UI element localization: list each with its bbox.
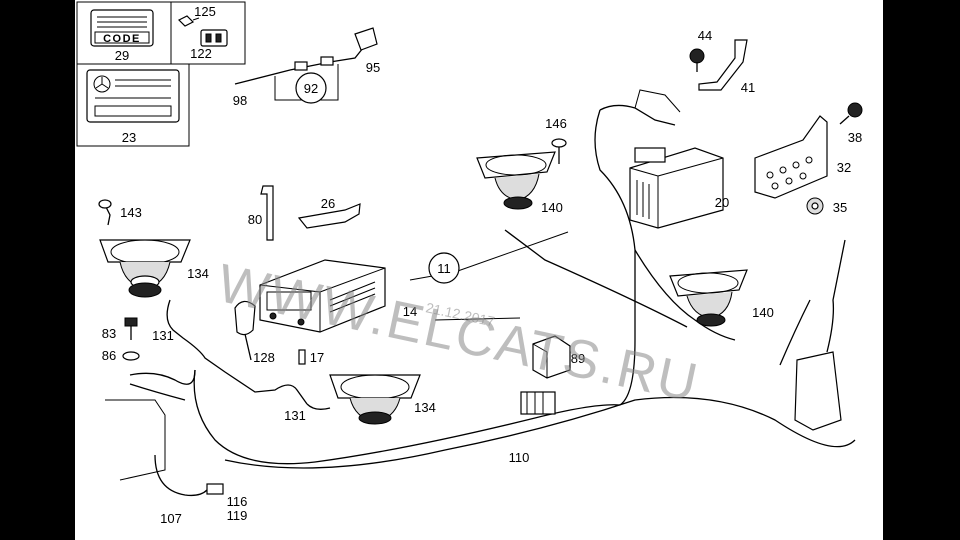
bracket-80 — [260, 185, 274, 241]
label-110: 110 — [509, 450, 530, 465]
label-128: 128 — [253, 350, 275, 365]
label-116: 116 — [227, 494, 248, 509]
label-95: 95 — [366, 60, 380, 75]
bracket-32 — [754, 115, 828, 199]
fuse-17 — [298, 349, 306, 365]
label-92: 92 — [304, 81, 318, 96]
label-83: 83 — [102, 326, 116, 341]
label-122: 122 — [190, 46, 212, 61]
code-card-text: CODE — [103, 33, 141, 45]
connector-block — [520, 391, 556, 415]
part-labels: 29 125 122 23 92 95 98 44 41 146 38 32 3… — [102, 4, 862, 526]
watermark: WWW.ELCATS.RU 21.12.2017 — [213, 253, 705, 414]
screw-146 — [551, 138, 567, 164]
label-44: 44 — [698, 28, 712, 43]
label-29: 29 — [115, 48, 129, 63]
label-35: 35 — [833, 200, 847, 215]
screw-44 — [689, 48, 705, 72]
bolt-83 — [124, 317, 138, 340]
label-140-top: 140 — [541, 200, 563, 215]
label-98: 98 — [233, 93, 247, 108]
label-134-center: 134 — [414, 400, 436, 415]
radio-unit-14 — [259, 259, 386, 333]
label-143: 143 — [120, 205, 142, 220]
info-card-part — [86, 69, 180, 123]
relay-89 — [532, 335, 571, 379]
label-131-upper: 131 — [152, 328, 174, 343]
speaker-center-134 — [329, 374, 421, 425]
inset-boxes: CODE — [76, 1, 246, 147]
label-38: 38 — [848, 130, 862, 145]
label-23: 23 — [122, 130, 136, 145]
label-146: 146 — [545, 116, 567, 131]
screw-38 — [839, 102, 863, 125]
label-26: 26 — [321, 196, 335, 211]
label-86: 86 — [102, 348, 116, 363]
wiring-harness — [129, 27, 856, 497]
fuse-holder-128 — [234, 300, 256, 361]
bracket-26 — [297, 203, 361, 229]
label-140-right: 140 — [752, 305, 774, 320]
bracket-41 — [698, 39, 748, 91]
label-14: 14 — [403, 304, 417, 319]
parts-diagram-sheet: CODE — [75, 0, 883, 540]
watermark-site: WWW.ELCATS.RU — [213, 253, 705, 414]
fuse-116-119 — [206, 483, 224, 495]
washer-86 — [122, 351, 140, 361]
label-134-left: 134 — [187, 266, 209, 281]
label-131-lower: 131 — [284, 408, 306, 423]
label-11: 11 — [437, 261, 451, 276]
nut-35 — [806, 197, 824, 215]
antenna-motor — [794, 239, 846, 431]
label-32: 32 — [837, 160, 851, 175]
speaker-top-140 — [476, 151, 556, 210]
label-41: 41 — [741, 80, 755, 95]
reference-circle-11 — [428, 252, 460, 284]
label-107: 107 — [160, 511, 182, 526]
label-20: 20 — [715, 195, 729, 210]
label-89: 89 — [571, 351, 585, 366]
speaker-right-140 — [669, 269, 748, 327]
parts-diagram: CODE — [76, 1, 863, 526]
reference-circle-92 — [295, 72, 327, 104]
label-119: 119 — [227, 508, 248, 523]
speaker-left-134 — [98, 199, 191, 298]
connector-parts-122-125 — [177, 15, 228, 47]
code-card-part: CODE — [90, 9, 154, 47]
amplifier-20 — [629, 147, 724, 229]
battery-outline — [105, 399, 166, 481]
label-80: 80 — [248, 212, 262, 227]
label-125: 125 — [194, 4, 216, 19]
label-17: 17 — [310, 350, 324, 365]
